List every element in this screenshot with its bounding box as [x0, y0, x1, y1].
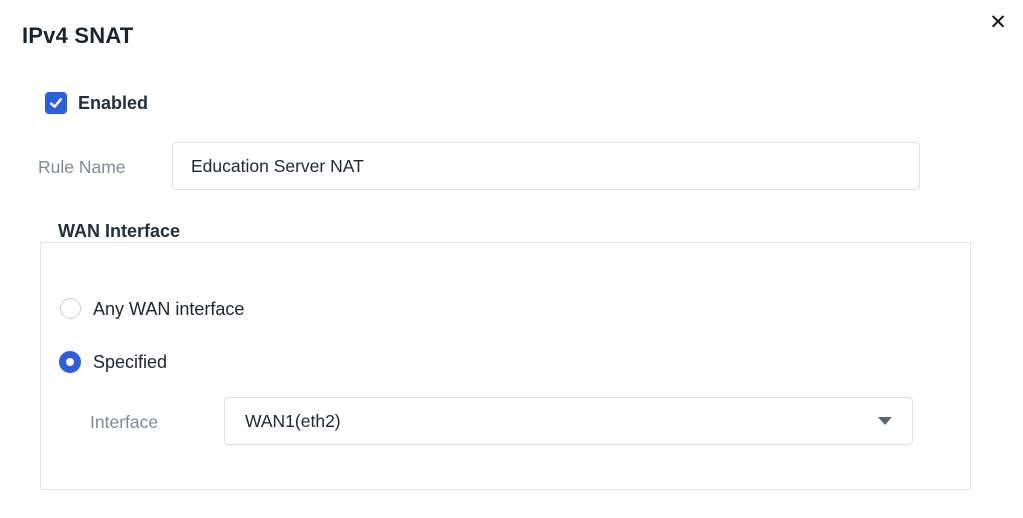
enabled-checkbox[interactable] — [45, 92, 67, 114]
interface-label: Interface — [90, 412, 159, 432]
close-button[interactable]: ✕ — [982, 6, 1014, 38]
enabled-label[interactable]: Enabled — [78, 93, 149, 113]
interface-select[interactable]: WAN1(eth2) — [224, 397, 913, 445]
specified-radio[interactable] — [59, 351, 81, 373]
wan-interface-legend: WAN Interface — [50, 221, 189, 242]
any-wan-interface-radio[interactable] — [60, 298, 81, 319]
wan-interface-group — [40, 242, 971, 490]
any-wan-interface-label[interactable]: Any WAN interface — [93, 299, 245, 319]
specified-label[interactable]: Specified — [93, 352, 168, 372]
close-icon: ✕ — [989, 10, 1007, 34]
page-title: IPv4 SNAT — [22, 22, 134, 48]
check-icon — [50, 98, 62, 108]
interface-select-value: WAN1(eth2) — [245, 410, 341, 431]
rule-name-label: Rule Name — [38, 157, 126, 177]
rule-name-input[interactable] — [172, 142, 920, 190]
chevron-down-icon — [878, 417, 892, 425]
